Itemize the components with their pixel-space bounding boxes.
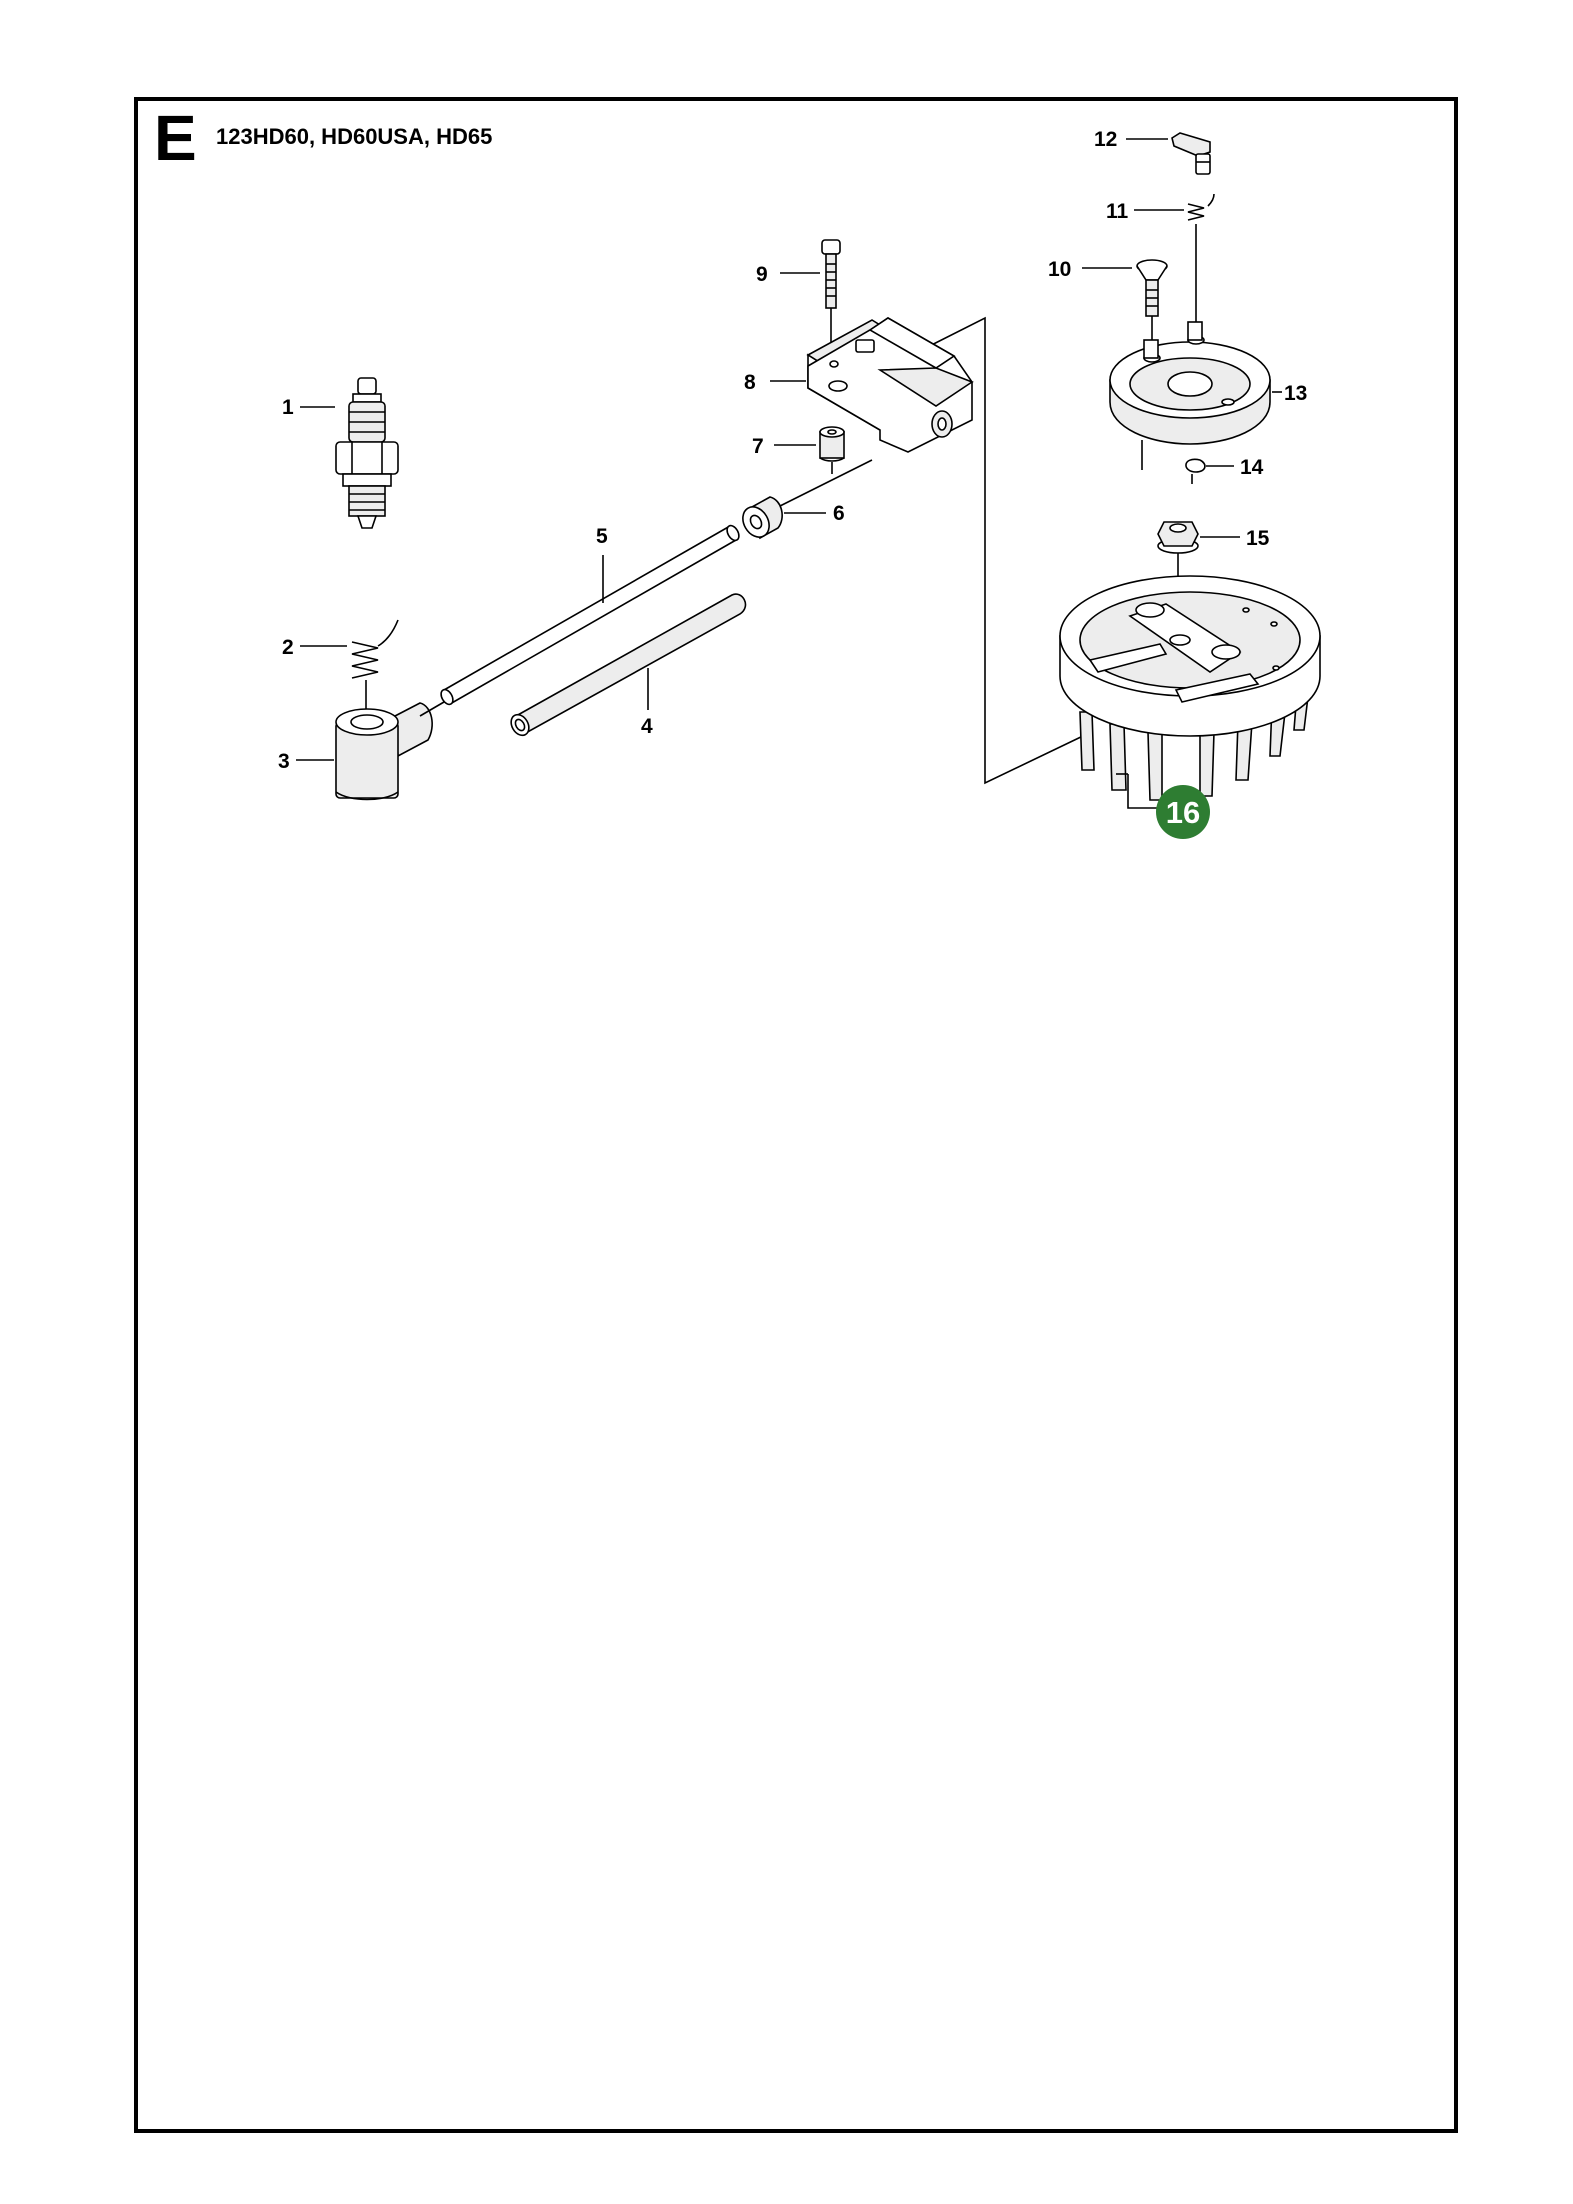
callout-14: 14: [1240, 456, 1264, 479]
screw-9: [821, 239, 841, 372]
callout-16[interactable]: 16: [1166, 795, 1200, 830]
callout-4: 4: [641, 715, 653, 738]
starter-pulley: [1109, 321, 1271, 470]
callout-13: 13: [1284, 382, 1307, 405]
callout-15: 15: [1246, 527, 1270, 550]
section-letter: E: [154, 102, 197, 174]
callout-2: 2: [282, 636, 294, 659]
flange-nut: [1157, 521, 1199, 660]
callout-7: 7: [752, 435, 764, 458]
spark-plug: [335, 377, 399, 529]
callout-5: 5: [596, 525, 608, 548]
highlighted-part-badge[interactable]: [1156, 785, 1210, 839]
callout-9: 9: [756, 263, 768, 286]
model-list: 123HD60, HD60USA, HD65: [216, 124, 493, 149]
diagram-frame: [134, 97, 1458, 2133]
leader-line-16: [1127, 774, 1162, 809]
ignition-module: [806, 317, 974, 453]
spring: [351, 619, 399, 679]
ignition-cable: [419, 524, 740, 717]
callout-11: 11: [1106, 200, 1129, 223]
callout-6: 6: [833, 502, 845, 525]
spacer-sleeve: [819, 426, 845, 474]
callout-1: 1: [282, 396, 294, 419]
spark-plug-cap: [335, 702, 433, 801]
starter-pawl: [1171, 132, 1211, 175]
callout-8: 8: [744, 371, 756, 394]
pawl-spring: [1187, 193, 1215, 221]
screw-10: [1136, 259, 1168, 348]
protective-hose: [510, 593, 747, 737]
callout-10: 10: [1048, 258, 1071, 281]
callout-12: 12: [1094, 128, 1117, 151]
circlip: [1185, 458, 1206, 484]
flywheel: [1059, 575, 1321, 801]
cable-grommet: [742, 459, 873, 540]
callout-3: 3: [278, 750, 290, 773]
